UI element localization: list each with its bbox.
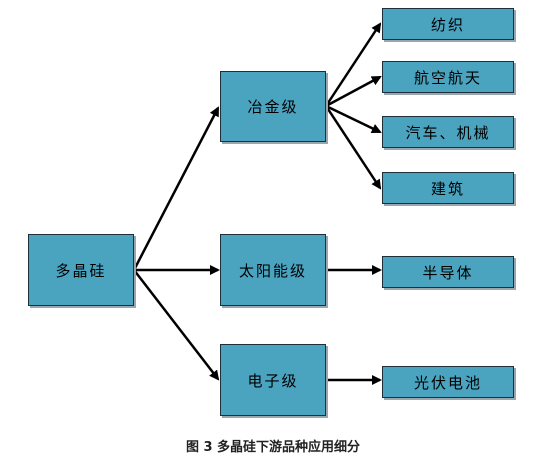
arrow-metal-to-automotive	[325, 104, 382, 134]
node-semiconductor-label: 半导体	[422, 263, 474, 282]
arrow-metal-to-aerospace	[325, 75, 382, 108]
node-photovoltaic-cell-label: 光伏电池	[413, 373, 482, 392]
node-textile: 纺织	[382, 8, 514, 40]
node-semiconductor: 半导体	[382, 256, 514, 288]
node-automotive-machinery: 汽车、机械	[382, 116, 514, 148]
arrow-poly-to-electronic	[133, 269, 220, 381]
node-metallurgical-grade-label: 冶金级	[247, 98, 299, 116]
arrow-metal-to-textile	[324, 22, 382, 107]
arrow-poly-to-metal	[132, 106, 220, 271]
node-aerospace-label: 航空航天	[413, 68, 482, 87]
node-solar-grade: 太阳能级	[220, 234, 326, 306]
node-electronic-grade: 电子级	[220, 344, 326, 416]
node-construction: 建筑	[382, 172, 514, 204]
node-photovoltaic-cell: 光伏电池	[382, 366, 514, 398]
node-textile-label: 纺织	[430, 15, 465, 34]
node-polysilicon: 多晶硅	[28, 234, 134, 306]
node-construction-label: 建筑	[430, 179, 465, 198]
arrow-metal-to-construction	[324, 105, 382, 190]
node-automotive-machinery-label: 汽车、机械	[405, 123, 491, 142]
node-metallurgical-grade: 冶金级	[220, 71, 326, 142]
node-solar-grade-label: 太阳能级	[238, 261, 307, 280]
node-polysilicon-label: 多晶硅	[55, 261, 107, 280]
node-aerospace: 航空航天	[382, 61, 514, 93]
node-electronic-grade-label: 电子级	[247, 371, 299, 390]
figure-caption: 图 3 多晶硅下游品种应用细分	[185, 440, 361, 455]
